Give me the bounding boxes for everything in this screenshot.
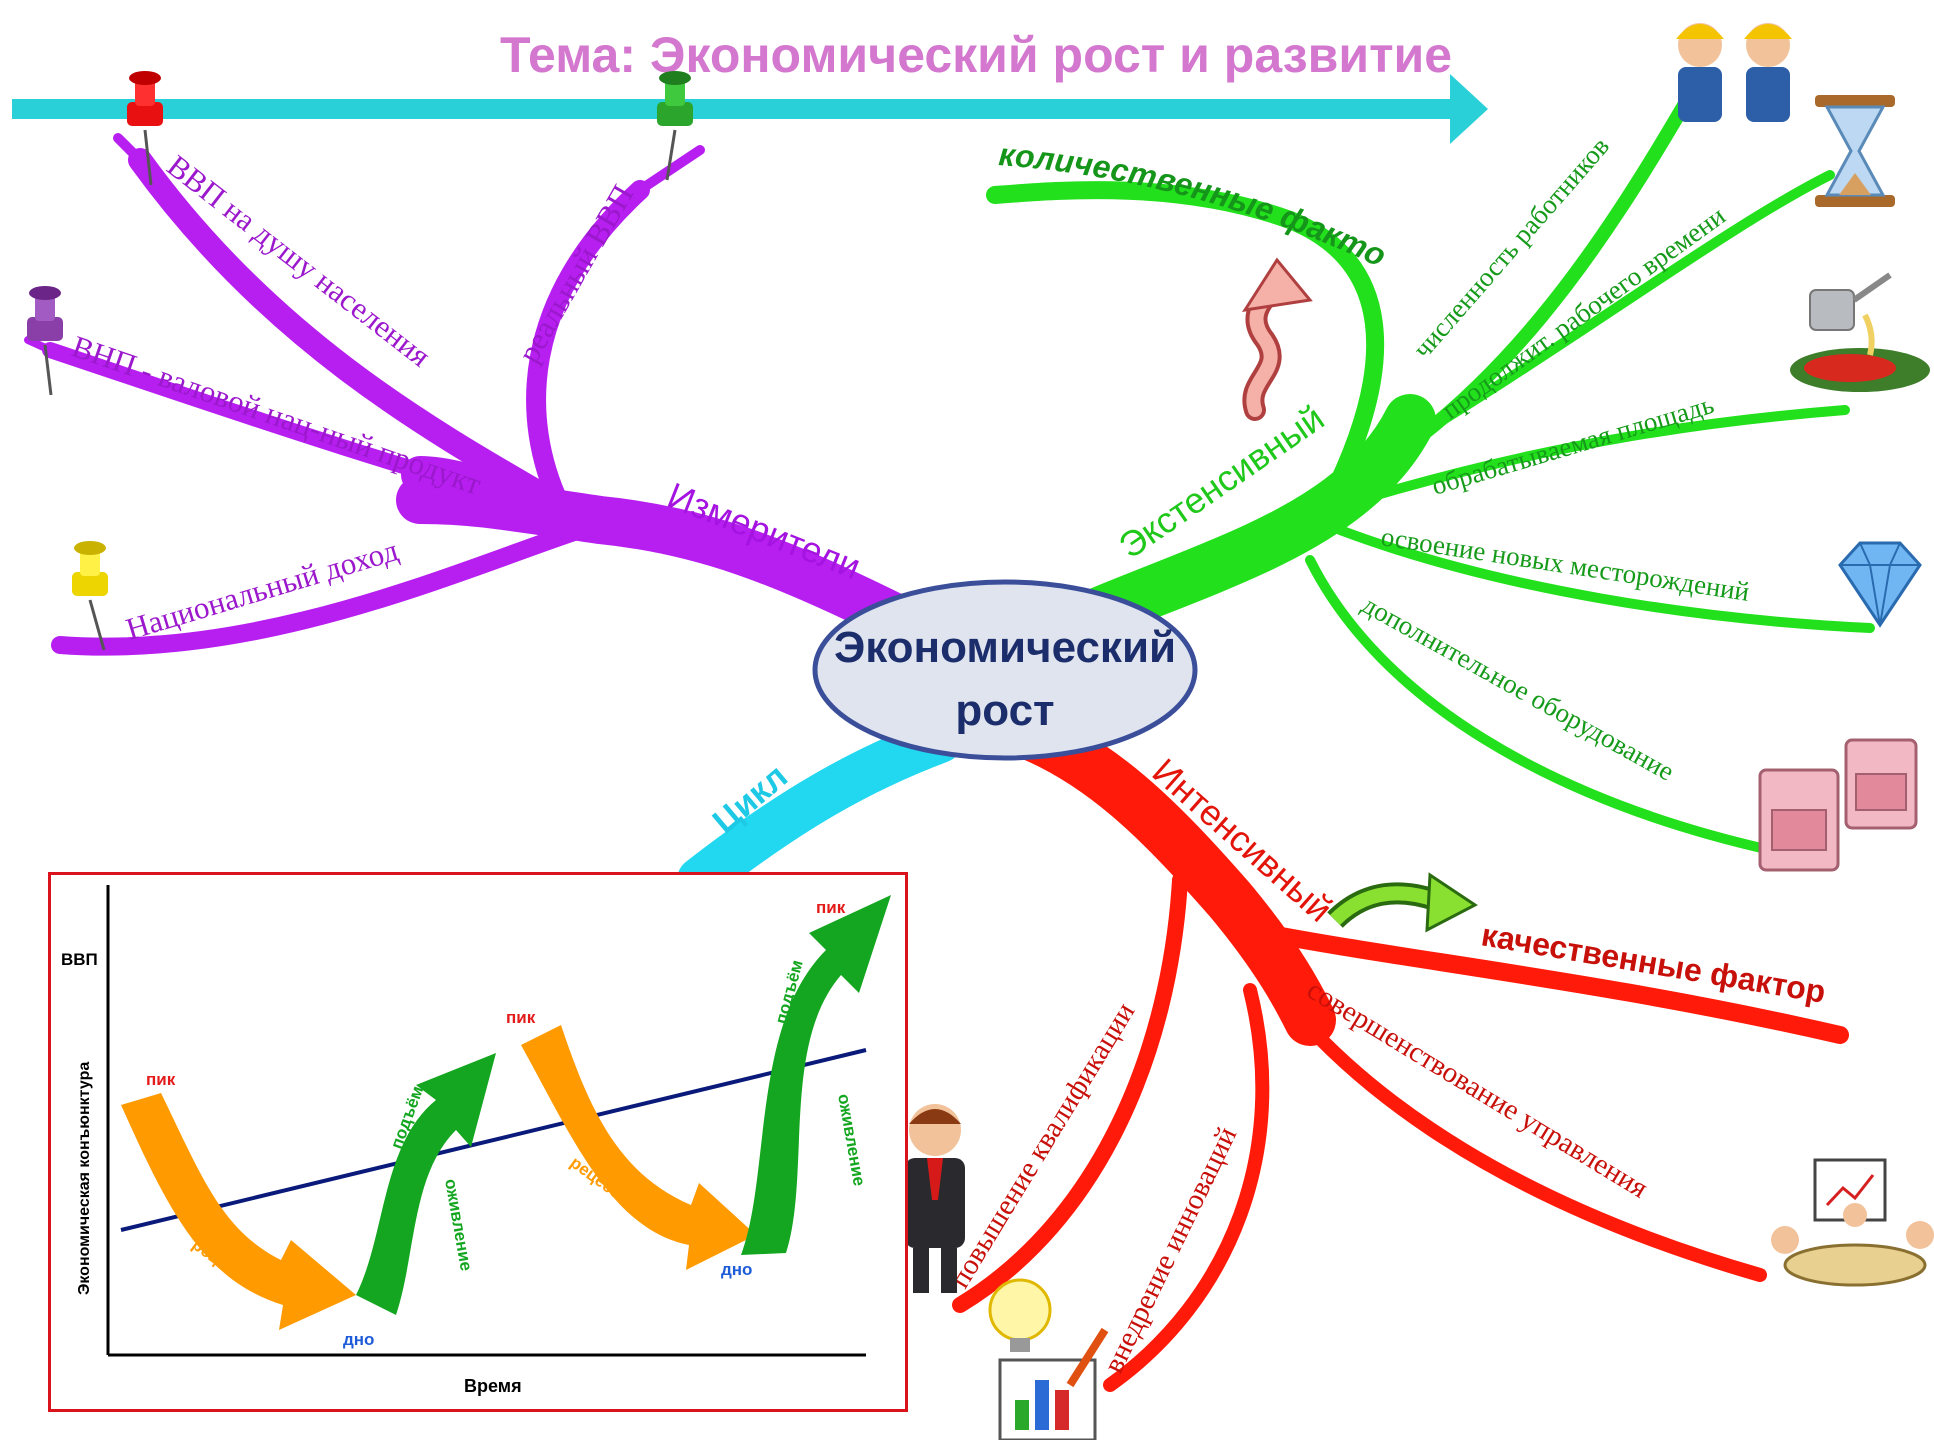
phase-bottom-1: дно: [343, 1330, 374, 1349]
green-pushpin-icon: [657, 71, 693, 181]
ylabel-top: ВВП: [61, 950, 98, 969]
business-cycle-chart: ВВП Экономическая конъюнктура Время пик …: [48, 872, 908, 1412]
label-real-gdp: реальный ВВП: [511, 179, 640, 369]
phase-peak-1: пик: [146, 1070, 176, 1089]
timeline-arrow: [12, 74, 1488, 144]
recession-arrow-1: [121, 1093, 356, 1330]
xlabel: Время: [464, 1376, 522, 1396]
central-node: Экономический рост: [812, 579, 1198, 761]
phase-revival-2: оживление: [834, 1092, 869, 1187]
trend-line: [120, 1048, 867, 1232]
lightbulb-chart-icon: [988, 1278, 1109, 1440]
meeting-icon: [1771, 1158, 1934, 1287]
workers-icon: [1676, 23, 1792, 122]
central-node-line1: Экономический: [834, 623, 1176, 672]
rise-arrow-2: [741, 895, 891, 1255]
red-pushpin-icon: [127, 71, 163, 186]
businessman-icon: [905, 1104, 965, 1293]
branch-cycle: [677, 717, 963, 903]
branch-intensive: [952, 704, 1849, 1392]
central-node-line2: рост: [955, 686, 1054, 735]
diamond-icon: [1838, 541, 1922, 628]
watering-can-icon: [1790, 272, 1930, 392]
label-qualitative-factors: качественные факторы: [0, 0, 1828, 1010]
ylabel: Экономическая конъюнктура: [76, 1062, 93, 1295]
phase-peak-3: пик: [816, 898, 846, 917]
hourglass-icon: [1815, 95, 1895, 207]
label-management: совершенствование управления: [1301, 974, 1653, 1205]
phase-bottom-2: дно: [721, 1260, 752, 1279]
right-arrow-icon: [1327, 872, 1478, 933]
rise-arrow-1: [356, 1053, 496, 1315]
purple-pushpin-icon: [27, 286, 63, 396]
phase-revival-1: оживление: [441, 1177, 476, 1272]
label-working-time: продолжит. рабочего времени: [1436, 200, 1731, 425]
stoves-icon: [1758, 738, 1918, 872]
cycle-chart-svg: ВВП Экономическая конъюнктура Время пик …: [61, 885, 891, 1396]
phase-peak-2: пик: [506, 1008, 536, 1027]
yellow-pushpin-icon: [72, 541, 108, 651]
page-title: Тема: Экономический рост и развитие: [500, 27, 1452, 83]
up-arrow-icon: [1241, 257, 1313, 421]
recession-arrow-2: [521, 1025, 756, 1270]
